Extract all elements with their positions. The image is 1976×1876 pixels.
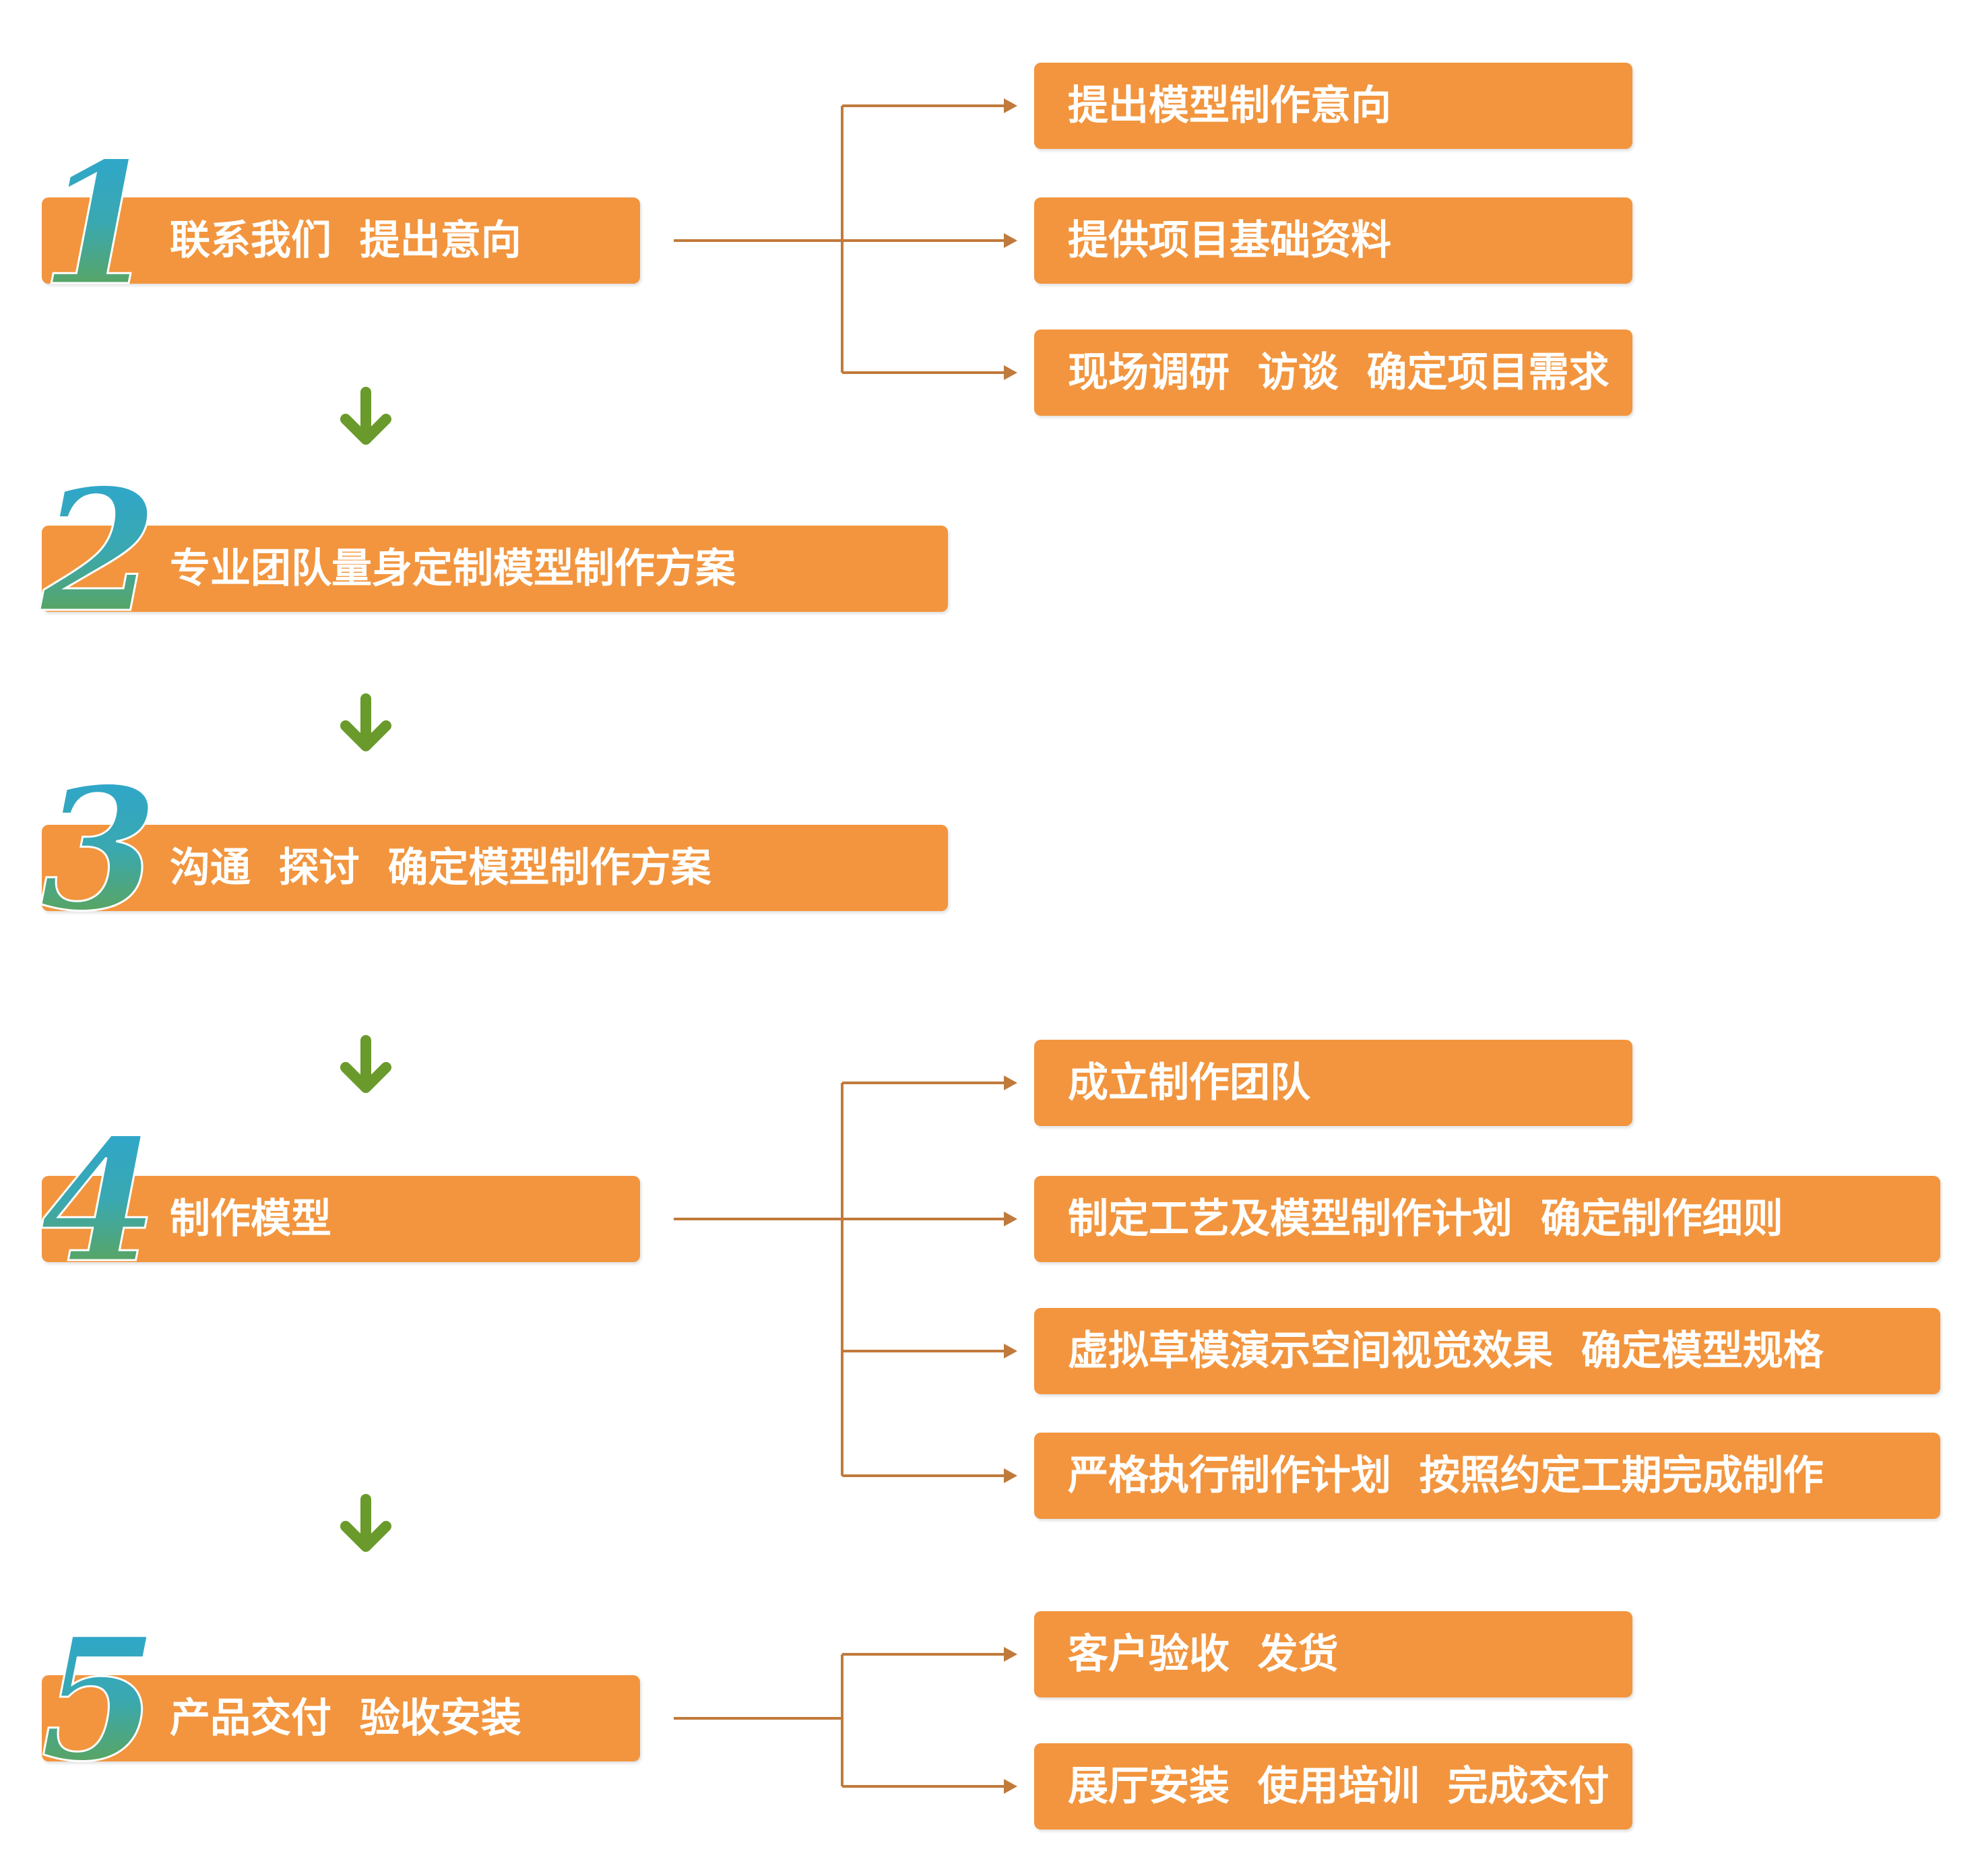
down-arrow-icon (340, 387, 391, 445)
substep-4-1-label: 成立制作团队 (1068, 1059, 1310, 1106)
step-1-box: 联系我们 提出意向 (42, 197, 640, 284)
step-2-label: 专业团队量身定制模型制作方案 (170, 545, 736, 592)
substep-4-3-box: 虚拟草模演示空间视觉效果 确定模型规格 (1034, 1308, 1940, 1394)
svg-text:5: 5 (40, 1621, 158, 1776)
substep-1-3-box: 现场调研 访谈 确定项目需求 (1034, 330, 1632, 416)
substep-4-1-box: 成立制作团队 (1034, 1040, 1632, 1126)
down-arrow-icon (340, 1494, 391, 1552)
right-arrow-icon (1004, 1212, 1017, 1226)
substep-5-1-box: 客户验收 发货 (1034, 1611, 1632, 1697)
down-arrow-icon (340, 693, 391, 751)
substep-1-3-label: 现场调研 访谈 确定项目需求 (1068, 349, 1610, 396)
substep-4-3-label: 虚拟草模演示空间视觉效果 确定模型规格 (1068, 1327, 1824, 1375)
step-3-number: 3 (40, 770, 159, 925)
step-2-box: 专业团队量身定制模型制作方案 (42, 526, 948, 612)
substep-5-2-label: 展厅安装 使用培训 完成交付 (1068, 1763, 1610, 1810)
svg-text:4: 4 (40, 1122, 158, 1277)
svg-text:3: 3 (40, 770, 158, 925)
substep-1-2-label: 提供项目基础资料 (1068, 217, 1391, 264)
step-5-number: 5 (40, 1621, 159, 1776)
substep-1-1-box: 提出模型制作意向 (1034, 63, 1632, 149)
step-4-box: 制作模型 (42, 1176, 640, 1262)
substep-4-2-label: 制定工艺及模型制作计划 确定制作细则 (1068, 1195, 1783, 1243)
svg-text:2: 2 (39, 472, 158, 627)
right-arrow-icon (1004, 365, 1017, 380)
substep-4-4-box: 严格执行制作计划 按照约定工期完成制作 (1034, 1433, 1940, 1519)
substep-5-1-label: 客户验收 发货 (1068, 1631, 1339, 1678)
step-5-label: 产品交付 验收安装 (170, 1695, 521, 1742)
right-arrow-icon (1004, 233, 1017, 248)
step-1-number: 1 (40, 145, 159, 300)
step-5-box: 产品交付 验收安装 (42, 1675, 640, 1761)
step-3-box: 沟通 探讨 确定模型制作方案 (42, 825, 948, 911)
right-arrow-icon (1004, 1647, 1017, 1662)
step-2-number: 2 (38, 472, 159, 627)
right-arrow-icon (1004, 1468, 1017, 1483)
right-arrow-icon (1004, 98, 1017, 113)
substep-5-2-box: 展厅安装 使用培训 完成交付 (1034, 1743, 1632, 1830)
substep-1-1-label: 提出模型制作意向 (1068, 82, 1391, 129)
down-arrow-icon (340, 1035, 391, 1093)
right-arrow-icon (1004, 1779, 1017, 1794)
step-4-label: 制作模型 (170, 1195, 331, 1243)
substep-1-2-box: 提供项目基础资料 (1034, 197, 1632, 284)
substep-4-2-box: 制定工艺及模型制作计划 确定制作细则 (1034, 1176, 1940, 1262)
step-4-number: 4 (40, 1122, 159, 1277)
step-1-label: 联系我们 提出意向 (170, 217, 521, 264)
right-arrow-icon (1004, 1075, 1017, 1090)
right-arrow-icon (1004, 1344, 1017, 1358)
step-3-label: 沟通 探讨 确定模型制作方案 (170, 844, 711, 892)
substep-4-4-label: 严格执行制作计划 按照约定工期完成制作 (1068, 1452, 1824, 1499)
svg-text:1: 1 (40, 145, 158, 300)
